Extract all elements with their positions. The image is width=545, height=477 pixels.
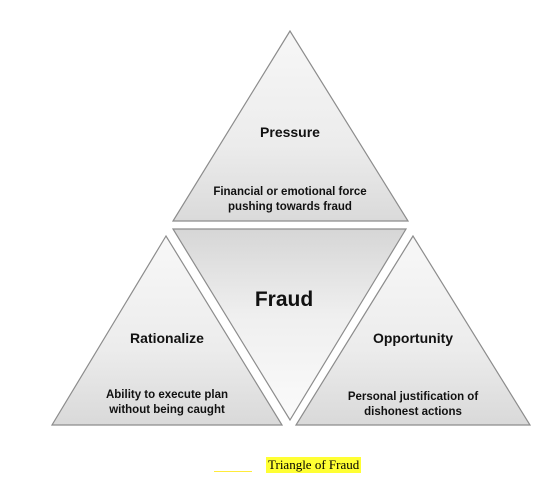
opportunity-desc-line2: dishonest actions — [364, 406, 462, 418]
rationalize-desc-line1: Ability to execute plan — [106, 389, 228, 401]
pressure-title: Pressure — [260, 124, 320, 140]
rationalize-segment: Rationalize Ability to execute plan with… — [50, 234, 284, 426]
opportunity-segment: Opportunity Personal justification of di… — [294, 234, 532, 426]
caption-row: Triangle of Fraud — [214, 456, 362, 474]
caption-underline — [214, 470, 252, 472]
pressure-desc-line2: pushing towards fraud — [228, 201, 352, 213]
fraud-title: Fraud — [255, 288, 313, 311]
rationalize-title: Rationalize — [130, 330, 204, 346]
figure-caption: Triangle of Fraud — [266, 457, 362, 473]
opportunity-title: Opportunity — [373, 330, 453, 346]
fraud-center-segment: Fraud — [171, 228, 408, 422]
pressure-desc-line1: Financial or emotional force — [213, 186, 366, 198]
pressure-segment: Pressure Financial or emotional force pu… — [171, 29, 410, 222]
opportunity-desc-line1: Personal justification of — [348, 391, 479, 403]
rationalize-desc-line2: without being caught — [108, 404, 225, 416]
